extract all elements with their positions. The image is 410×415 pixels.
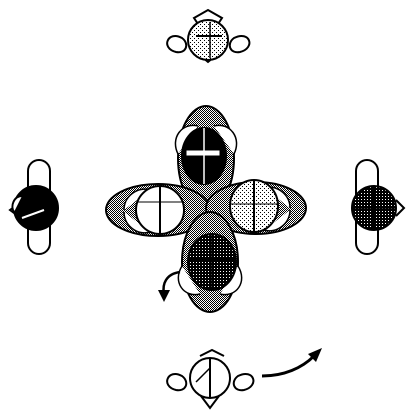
figure-left: [10, 160, 58, 254]
figure-bottom: [167, 350, 253, 408]
central-cluster: [106, 106, 306, 312]
figure-top: [167, 10, 249, 62]
figure-right: [352, 160, 404, 254]
rotation-arrow-bottom-right: [262, 348, 322, 376]
rotation-arrow-lower-left: [158, 272, 180, 302]
